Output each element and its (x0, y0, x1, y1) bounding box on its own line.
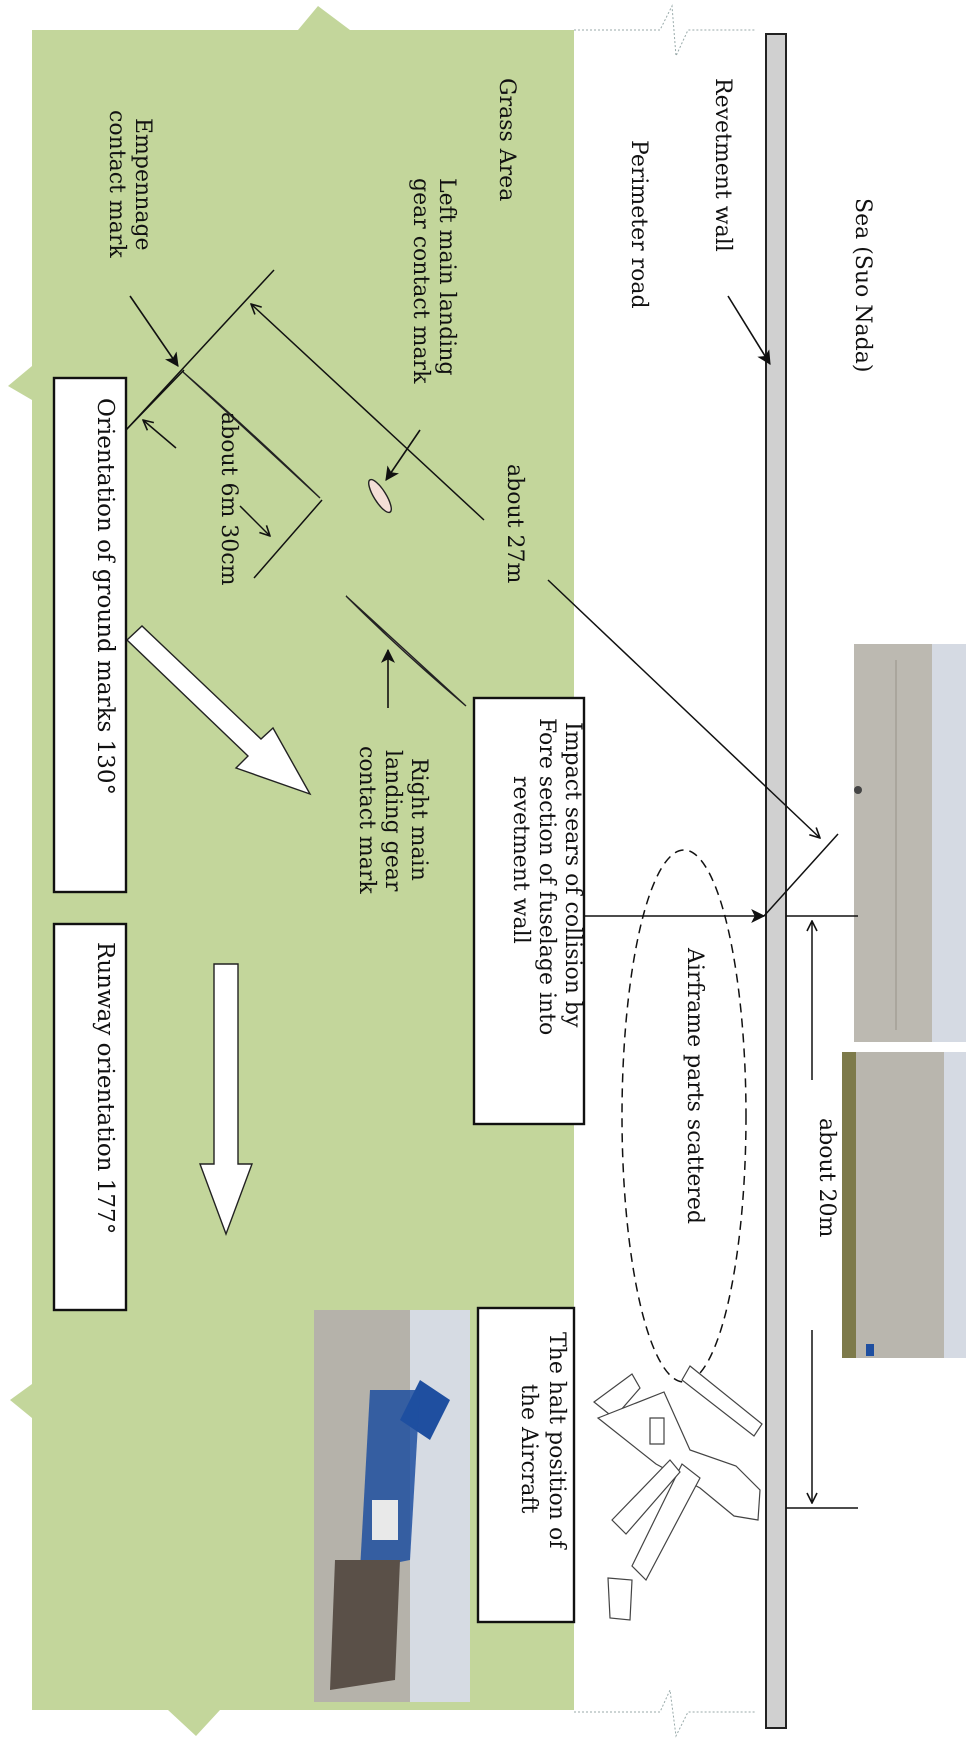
left-gear-contact-mark (368, 478, 392, 514)
road-break-bottom (574, 1688, 756, 1738)
impact-scars-label-line2: Fore section of fuselage into (534, 718, 559, 1035)
grass-area-label: Grass Area (494, 78, 519, 201)
revetment-wall (765, 33, 787, 1729)
empennage-mark-label-line2: contact mark (104, 110, 129, 258)
about-27m-dimension-line (251, 304, 485, 521)
ground-marks-box (52, 376, 128, 894)
halt-position-label-line1: The halt position of (544, 1332, 569, 1550)
sea-label: Sea (Suo Nada) (850, 198, 875, 372)
about-6m30cm-label: about 6m 30cm (216, 412, 241, 586)
impact-scars-label-line3: revetment wall (508, 776, 533, 944)
right-gear-mark-label-line3: contact mark (354, 746, 379, 894)
impact-scars-box (472, 696, 586, 1126)
ground-marks-orientation-arrow (125, 625, 312, 796)
aircraft-outline (593, 1365, 763, 1621)
left-gear-mark-label-line1: Left main landing (434, 178, 459, 375)
impact-scars-label-line1: Impact sears of collision by (560, 722, 585, 1028)
halt-position-box (476, 1306, 576, 1624)
road-break-top (574, 4, 756, 58)
photo-wall-lower (842, 1052, 966, 1358)
runway-orientation-label: Runway orientation 177° (92, 942, 118, 1234)
right-gear-mark-label-line1: Right main (406, 758, 431, 881)
revetment-wall-label: Revetment wall (710, 78, 735, 252)
about-6m-extension-upper (125, 369, 185, 431)
revetment-wall-pointer (727, 295, 771, 365)
about-20m-label: about 20m (814, 1118, 839, 1237)
halt-position-label-line2: the Aircraft (516, 1384, 541, 1514)
airframe-parts-region (621, 849, 747, 1383)
right-gear-mark-label-line2: landing gear (380, 750, 405, 892)
about-27m-extension-lower (763, 833, 839, 917)
airframe-parts-label: Airframe parts scattered (682, 947, 707, 1224)
left-gear-pointer (385, 429, 421, 481)
about-27m-extension-upper (125, 269, 275, 431)
about-6m-arrow-upper (143, 420, 177, 449)
about-27m-dimension-line-lower (547, 579, 820, 838)
right-gear-contact-mark (345, 595, 467, 707)
perimeter-road-label: Perimeter road (626, 140, 651, 309)
empennage-mark-label-line1: Empennage (130, 118, 155, 251)
about-27m-label: about 27m (502, 464, 527, 583)
about-6m-extension-lower (253, 499, 323, 579)
ground-marks-orientation-label: Orientation of ground marks 130° (92, 398, 118, 795)
runway-orientation-box (52, 922, 128, 1312)
left-gear-mark-label-line2: gear contact mark (408, 178, 433, 384)
about-6m-arrow-lower (239, 505, 270, 536)
photo-wreckage (314, 1310, 470, 1702)
empennage-pointer (129, 295, 179, 367)
runway-orientation-arrow (198, 963, 254, 1237)
grass-area (8, 6, 574, 1736)
photo-wall-upper (854, 644, 966, 1042)
empennage-contact-mark (182, 371, 321, 499)
